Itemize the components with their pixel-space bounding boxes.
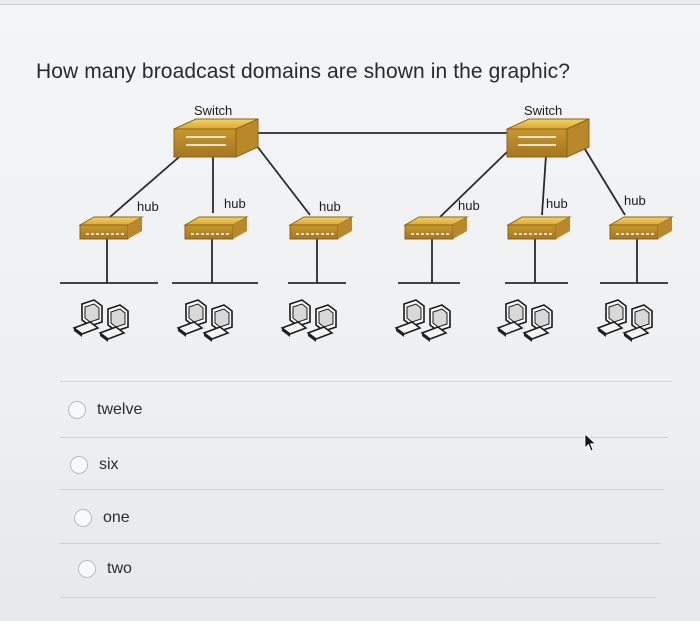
divider bbox=[60, 437, 668, 438]
radio-button[interactable] bbox=[68, 401, 86, 419]
network-diagram: Switch Switch bbox=[60, 103, 674, 343]
option-six[interactable]: six bbox=[70, 453, 119, 477]
divider bbox=[60, 597, 656, 598]
divider bbox=[60, 543, 660, 544]
pc-group-6 bbox=[597, 299, 653, 343]
network-links bbox=[60, 132, 668, 284]
pc-group-1 bbox=[73, 299, 129, 343]
hub-1 bbox=[78, 216, 144, 240]
radio-button[interactable] bbox=[78, 560, 96, 578]
hub-label-5: hub bbox=[546, 196, 568, 211]
option-twelve[interactable]: twelve bbox=[68, 398, 142, 422]
pc-group-4 bbox=[395, 299, 451, 343]
switch-left bbox=[173, 118, 259, 158]
switch-label-left: Switch bbox=[194, 103, 232, 118]
question-text: How many broadcast domains are shown in … bbox=[36, 60, 570, 83]
hub-label-1: hub bbox=[137, 199, 159, 214]
option-one[interactable]: one bbox=[74, 506, 130, 530]
pc-group-2 bbox=[177, 299, 233, 343]
divider bbox=[60, 381, 672, 382]
option-label: six bbox=[99, 456, 119, 473]
option-label: twelve bbox=[97, 401, 143, 418]
radio-button[interactable] bbox=[74, 509, 92, 527]
option-label: one bbox=[103, 509, 130, 526]
hub-label-6: hub bbox=[624, 193, 646, 208]
hub-3 bbox=[288, 216, 354, 240]
divider bbox=[60, 489, 664, 490]
hub-label-3: hub bbox=[319, 199, 341, 214]
pc-group-5 bbox=[497, 299, 553, 343]
quiz-page: How many broadcast domains are shown in … bbox=[0, 4, 700, 621]
hub-label-2: hub bbox=[224, 196, 246, 211]
hub-6 bbox=[608, 216, 674, 240]
radio-button[interactable] bbox=[70, 456, 88, 474]
hub-5 bbox=[506, 216, 572, 240]
hub-4 bbox=[403, 216, 469, 240]
option-two[interactable]: two bbox=[78, 557, 132, 581]
mouse-pointer-icon bbox=[584, 433, 597, 452]
hub-2 bbox=[183, 216, 249, 240]
switch-label-right: Switch bbox=[524, 103, 562, 118]
pc-group-3 bbox=[281, 299, 337, 343]
switch-right bbox=[506, 118, 590, 158]
option-label: two bbox=[107, 560, 132, 577]
hub-label-4: hub bbox=[458, 198, 480, 213]
